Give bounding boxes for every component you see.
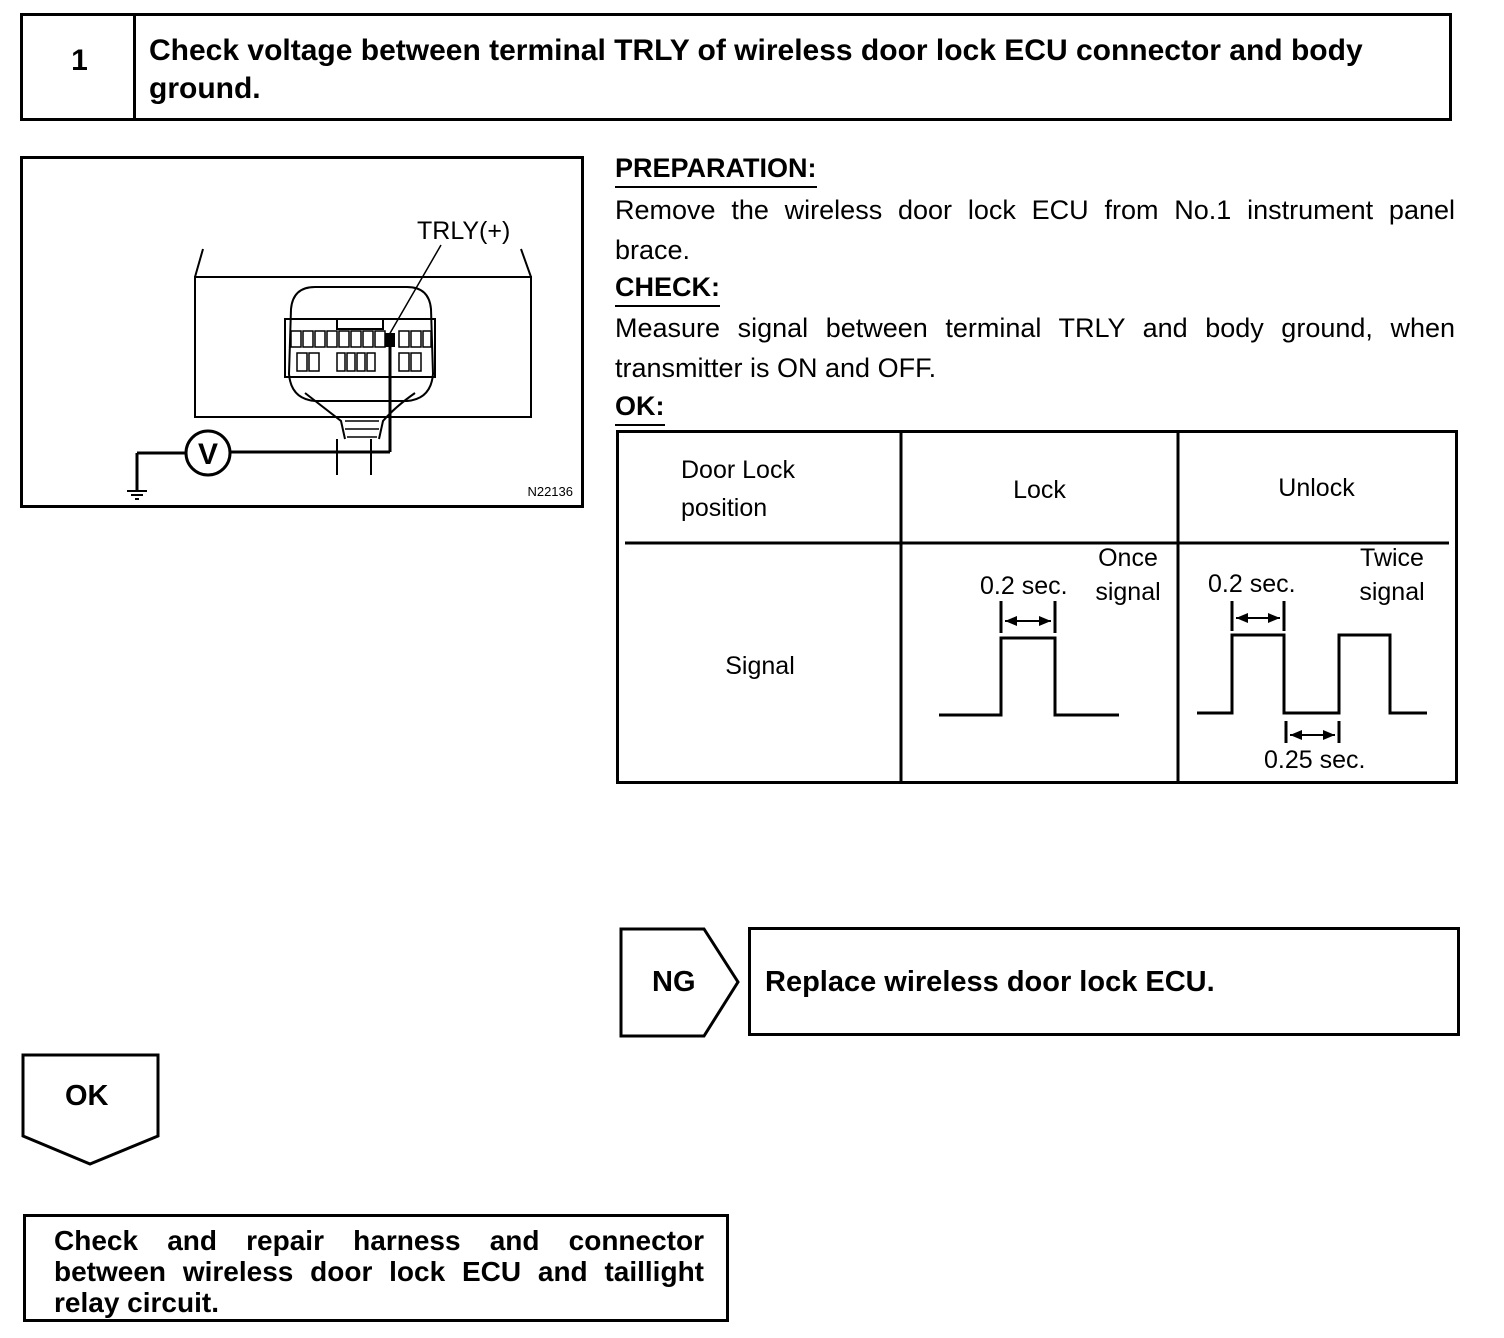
step-number: 1 xyxy=(71,44,88,77)
ng-arrow-icon xyxy=(619,927,740,1038)
final-action-box: Check and repair harness and connector b… xyxy=(23,1214,729,1322)
lock-signal-label: Once signal xyxy=(1089,541,1167,609)
connector-figure: TRLY(+) V N22136 xyxy=(20,156,584,508)
header-door-lock-position: Door Lock position xyxy=(681,451,795,527)
header-lock: Lock xyxy=(1013,476,1066,504)
unlock-label-line2: signal xyxy=(1359,578,1425,606)
unlock-waveform xyxy=(1197,601,1427,743)
figure-code: N22136 xyxy=(527,484,573,499)
check-heading: CHECK: xyxy=(615,271,720,307)
ok-label: OK xyxy=(65,1080,109,1112)
header-unlock: Unlock xyxy=(1278,474,1355,502)
ground-icon xyxy=(127,490,147,500)
step-number-cell: 1 xyxy=(23,16,136,118)
ok-signal-table: Door Lock position Lock Unlock Signal 0.… xyxy=(616,430,1458,784)
lock-label-line1: Once xyxy=(1098,544,1158,572)
preparation-heading: PREPARATION: xyxy=(615,152,817,188)
lock-waveform xyxy=(939,601,1119,717)
header-col1-line1: Door Lock xyxy=(681,456,795,484)
ng-label: NG xyxy=(652,966,696,998)
ok-arrow-icon xyxy=(21,1053,160,1166)
lock-pulse-duration: 0.2 sec. xyxy=(980,572,1068,600)
row-label-signal: Signal xyxy=(725,652,795,680)
preparation-text: Remove the wireless door lock ECU from N… xyxy=(615,195,1455,265)
voltmeter-symbol: V xyxy=(198,438,218,471)
header-col1-line2: position xyxy=(681,494,768,522)
unlock-pulse-duration: 0.2 sec. xyxy=(1208,570,1296,598)
ng-action-text: Replace wireless door lock ECU. xyxy=(765,966,1215,998)
check-text: Measure signal between terminal TRLY and… xyxy=(615,313,1455,383)
trly-terminal-label: TRLY(+) xyxy=(417,217,510,245)
final-action-text: Check and repair harness and connector b… xyxy=(54,1225,704,1318)
unlock-signal-label: Twice signal xyxy=(1347,541,1437,609)
step-title: Check voltage between terminal TRLY of w… xyxy=(149,34,1363,105)
lock-label-line2: signal xyxy=(1095,578,1161,606)
ecu-connector-diagram: TRLY(+) V xyxy=(127,217,532,500)
unlock-gap-duration: 0.25 sec. xyxy=(1264,746,1366,774)
unlock-label-line1: Twice xyxy=(1360,544,1424,572)
step-header: 1 Check voltage between terminal TRLY of… xyxy=(20,13,1452,121)
ok-spec-heading: OK: xyxy=(615,390,665,426)
table-grid xyxy=(625,433,1449,781)
ng-result-box: Replace wireless door lock ECU. xyxy=(748,927,1460,1036)
